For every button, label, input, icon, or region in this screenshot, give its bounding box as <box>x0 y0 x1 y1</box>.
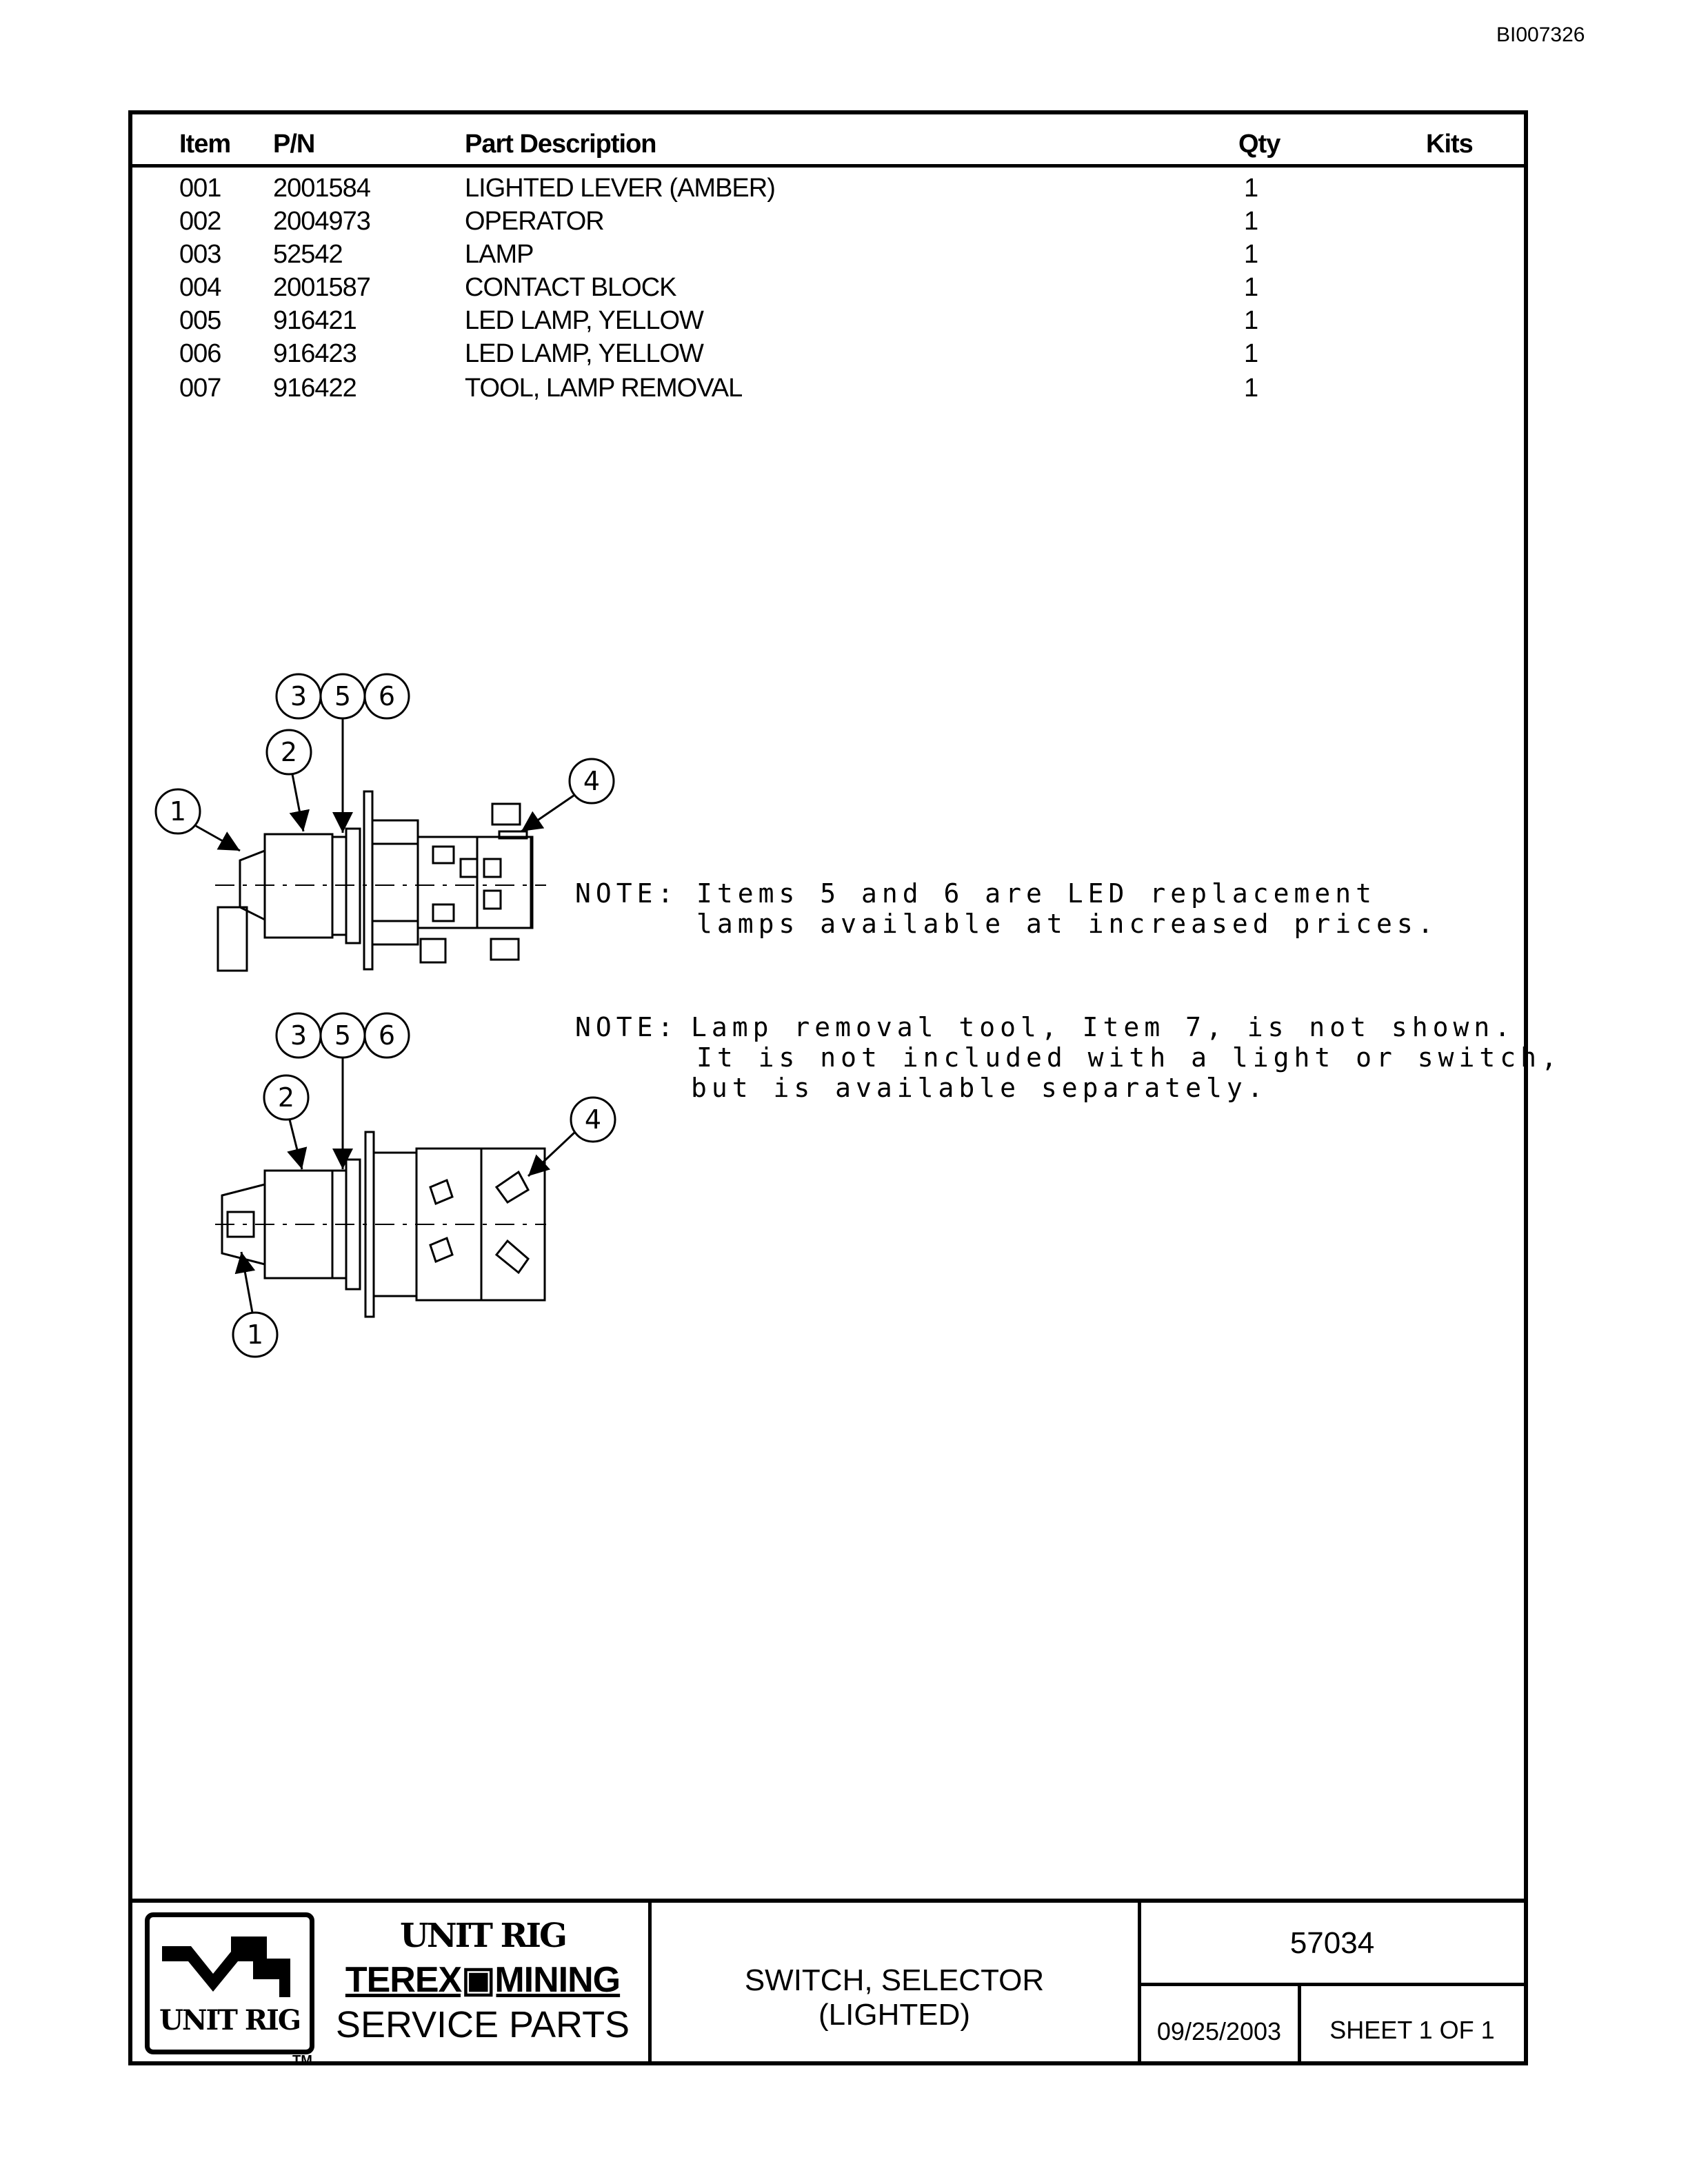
lever-switch-view <box>215 790 546 972</box>
item-number: 007 <box>179 374 221 403</box>
item-number: 001 <box>179 174 221 203</box>
part-number: 916422 <box>273 374 357 403</box>
callout-2-upper <box>265 729 312 776</box>
drawing-number: 57034 <box>1289 1926 1375 1960</box>
callout-6-lower <box>363 1012 410 1059</box>
header-pn: P/N <box>273 130 315 159</box>
callout-label: 1 <box>170 796 186 827</box>
quantity: 1 <box>1244 306 1258 335</box>
callout-label: 4 <box>583 766 600 796</box>
callout-label: 2 <box>281 737 297 767</box>
callout-4-lower <box>570 1096 616 1143</box>
callout-4-upper <box>568 758 615 805</box>
note-text-line: lamps available at increased prices. <box>696 909 1438 939</box>
quantity: 1 <box>1244 207 1258 236</box>
callout-6-upper <box>363 673 410 720</box>
note-text-line: It is not included with a light or switc… <box>696 1042 1562 1073</box>
note-label: NOTE: <box>575 878 679 909</box>
note-label: NOTE: <box>575 1012 679 1042</box>
header-qty: Qty <box>1238 130 1280 159</box>
item-number: 005 <box>179 306 221 335</box>
callout-2-lower <box>263 1074 310 1121</box>
quantity: 1 <box>1244 374 1258 403</box>
part-number: 2001584 <box>273 174 371 203</box>
part-description: LIGHTED LEVER (AMBER) <box>465 174 776 203</box>
title-block-divider <box>648 1903 652 2061</box>
title-block: UNIT RIG TM UNIT RIG TEREX▣MINING SERVIC… <box>132 1899 1524 2068</box>
brand-service-parts: SERVICE PARTS <box>335 2004 630 2045</box>
note-text-line: Lamp removal tool, Item 7, is not shown. <box>691 1012 1516 1042</box>
note-text-line: Items 5 and 6 are LED replacement <box>696 878 1376 909</box>
item-number: 003 <box>179 240 221 269</box>
document-id: BI007326 <box>1496 23 1585 46</box>
switch-exploded-drawing: 3 5 6 2 1 4 3 5 6 2 1 4 <box>154 673 616 1358</box>
callout-label: 3 <box>290 1020 307 1051</box>
sheet-number: SHEET 1 OF 1 <box>1329 2016 1495 2044</box>
note-text-line: but is available separately. <box>691 1073 1268 1103</box>
part-number: 916421 <box>273 306 357 335</box>
part-description: LED LAMP, YELLOW <box>465 306 704 335</box>
part-number: 916423 <box>273 339 357 368</box>
callout-label: 6 <box>379 681 395 711</box>
brand-unit-rig: UNIT RIG <box>400 1917 567 1955</box>
callout-label: 5 <box>334 681 351 711</box>
callout-1-lower <box>232 1311 279 1358</box>
quantity: 1 <box>1244 174 1258 203</box>
quantity: 1 <box>1244 339 1258 368</box>
quantity: 1 <box>1244 273 1258 302</box>
quantity: 1 <box>1244 240 1258 269</box>
part-description: CONTACT BLOCK <box>465 273 677 302</box>
part-number: 2004973 <box>273 207 371 236</box>
item-number: 004 <box>179 273 221 302</box>
callout-label: 4 <box>585 1104 601 1135</box>
header-description: Part Description <box>465 130 657 159</box>
title-block-divider <box>1141 1983 1524 1986</box>
item-number: 002 <box>179 207 221 236</box>
part-description: OPERATOR <box>465 207 605 236</box>
callout-label: 6 <box>379 1020 395 1051</box>
brand-terex-mining: TEREX▣MINING <box>345 1960 621 2000</box>
part-number: 52542 <box>273 240 343 269</box>
logo-text: UNIT RIG <box>159 2004 301 2036</box>
callout-1-upper <box>154 788 201 835</box>
part-description: LAMP <box>465 240 534 269</box>
title-block-divider <box>1298 1983 1301 2061</box>
drawing-title-line2: (LIGHTED) <box>818 1998 970 2032</box>
callout-label: 5 <box>334 1020 351 1051</box>
drawing-date: 09/25/2003 <box>1156 2017 1282 2045</box>
part-number: 2001587 <box>273 273 371 302</box>
logo-mark-icon <box>162 1937 290 1997</box>
drawing-frame: Item P/N Part Description Qty Kits 001 2… <box>128 110 1557 2068</box>
drawing-title-line1: SWITCH, SELECTOR <box>744 1963 1045 1997</box>
header-divider <box>132 164 1524 168</box>
callout-label: 3 <box>290 681 307 711</box>
part-description: TOOL, LAMP REMOVAL <box>465 374 743 403</box>
trademark: TM <box>292 2053 312 2068</box>
title-block-divider <box>1138 1903 1141 2061</box>
header-kits: Kits <box>1426 130 1474 159</box>
part-description: LED LAMP, YELLOW <box>465 339 704 368</box>
unit-rig-logo: UNIT RIG <box>145 1912 314 2054</box>
item-number: 006 <box>179 339 221 368</box>
callout-label: 1 <box>247 1320 263 1350</box>
header-item: Item <box>179 130 231 159</box>
selector-switch-view <box>215 1131 546 1318</box>
callout-label: 2 <box>278 1082 294 1113</box>
